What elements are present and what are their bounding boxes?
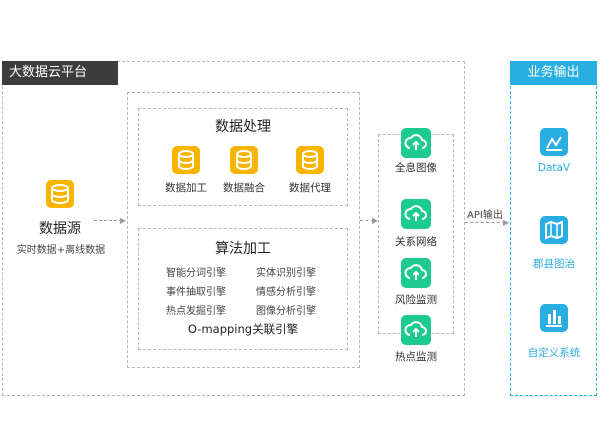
engine-label: 智能分词引擎	[166, 268, 226, 279]
engine-label: 图像分析引擎	[256, 306, 316, 317]
app-label: 全息图像	[395, 162, 437, 174]
output-title: 业务输出	[510, 61, 597, 85]
map-icon	[540, 216, 568, 244]
engine-footer: O-mapping关联引擎	[187, 322, 299, 336]
processing-box	[138, 108, 348, 206]
app-label: 关系网络	[395, 236, 437, 248]
arrow-api-output	[465, 222, 505, 223]
platform-title: 大数据云平台	[2, 61, 118, 85]
arrow-head-icon: ▶	[372, 216, 379, 225]
cloud-upload-icon	[401, 128, 431, 158]
arrow-source-to-center	[94, 220, 122, 221]
source-title: 数据源	[39, 221, 81, 237]
center-container	[127, 92, 360, 368]
datav-icon	[540, 128, 568, 156]
engine-label: 热点发掘引擎	[166, 306, 226, 317]
arrow-head-icon: ▶	[503, 218, 510, 227]
algorithm-title: 算法加工	[215, 241, 271, 257]
output-item-label: 郡县图治	[533, 258, 575, 270]
database-icon	[172, 146, 200, 174]
app-label: 风险监测	[395, 294, 437, 306]
arrow-head-icon: ▶	[120, 216, 127, 225]
engine-label: 情感分析引擎	[256, 287, 316, 298]
database-icon	[296, 146, 324, 174]
database-icon	[46, 180, 74, 208]
api-output-label: API输出	[467, 210, 503, 221]
engine-label: 事件抽取引擎	[166, 287, 226, 298]
platform-container	[2, 61, 465, 396]
custom-system-icon	[540, 304, 568, 332]
output-item-label: DataV	[537, 162, 571, 174]
processing-title: 数据处理	[215, 119, 271, 135]
engine-label: 实体识别引擎	[256, 268, 316, 279]
algorithm-box	[138, 228, 348, 350]
source-subtitle: 实时数据+离线数据	[16, 245, 106, 256]
processing-item-label: 数据融合	[223, 182, 265, 194]
cloud-upload-icon	[401, 258, 431, 288]
cloud-upload-icon	[401, 199, 431, 229]
processing-item-label: 数据代理	[289, 182, 331, 194]
cloud-upload-icon	[401, 315, 431, 345]
processing-item-label: 数据加工	[165, 182, 207, 194]
app-label: 热点监测	[395, 351, 437, 363]
arrow-center-to-apps	[360, 220, 374, 221]
database-icon	[230, 146, 258, 174]
output-item-label: 自定义系统	[527, 347, 581, 359]
